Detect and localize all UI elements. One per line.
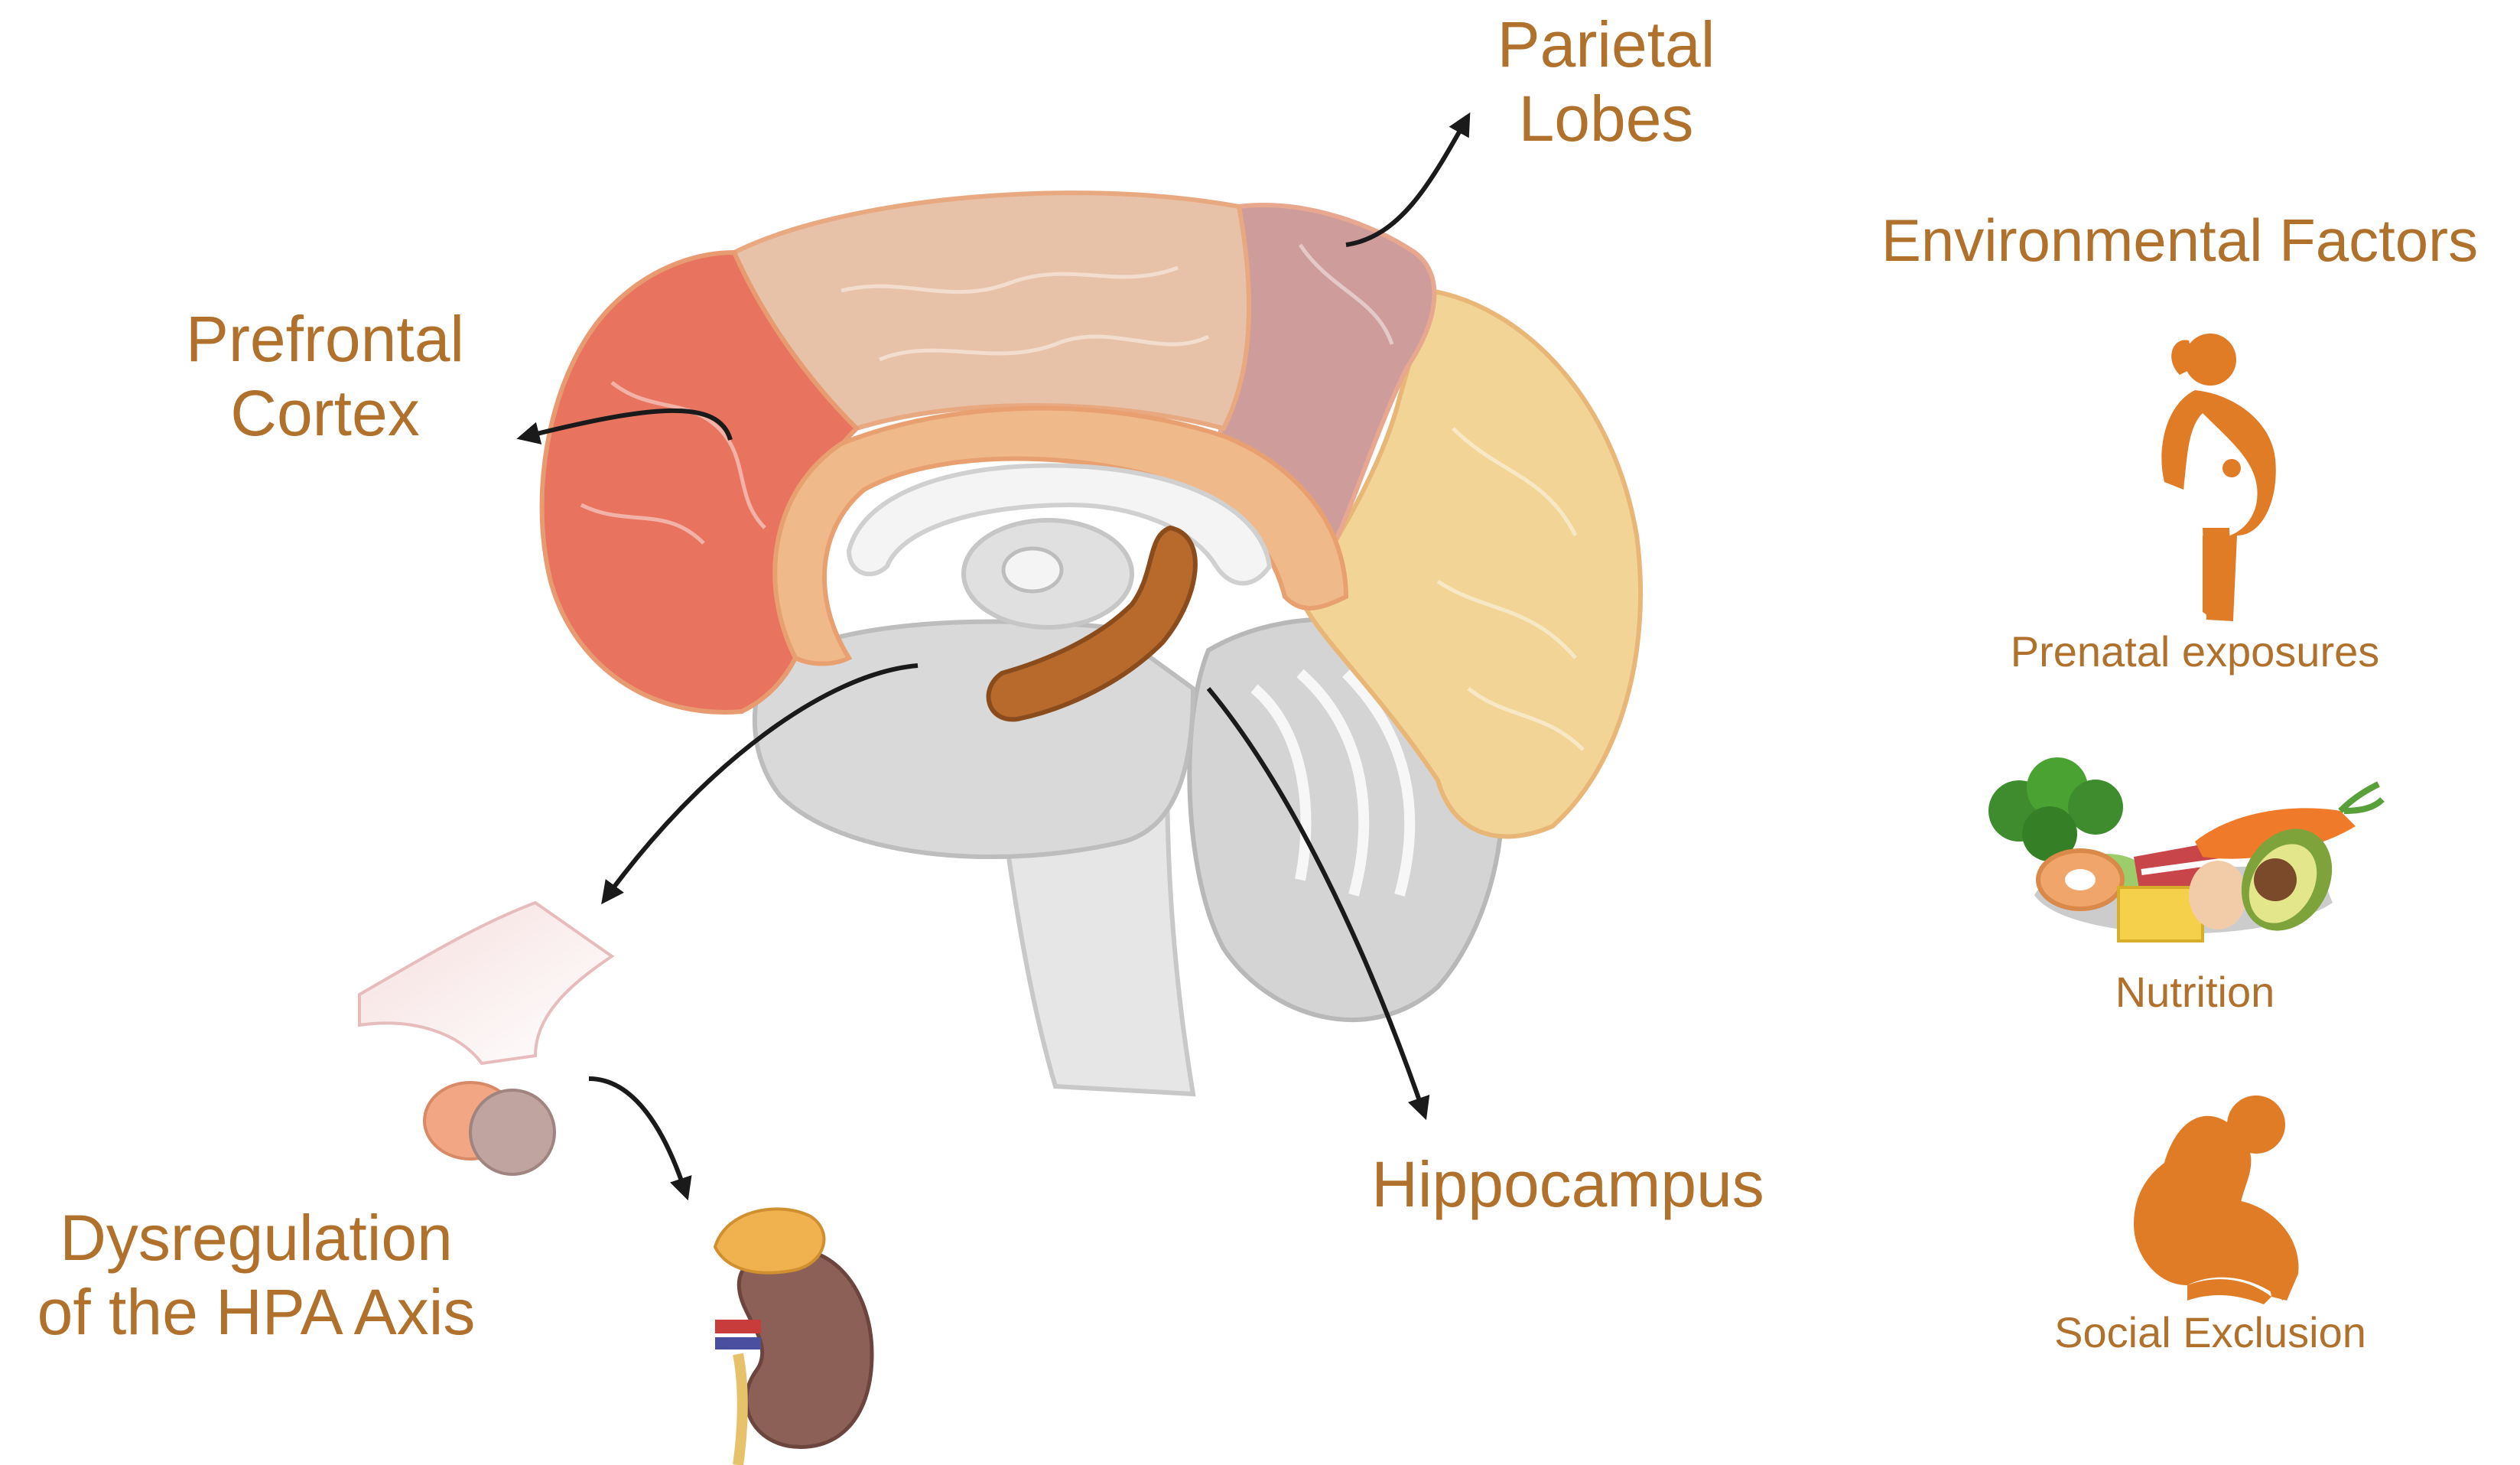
arrow-kidney — [588, 1076, 692, 1201]
hippocampus — [986, 525, 1198, 722]
prefrontal-label-line1: Prefrontal — [185, 303, 465, 375]
arrow-hpa — [601, 663, 919, 905]
environmental-factors-title: Environmental Factors — [1881, 207, 2479, 274]
arrows — [516, 112, 1471, 1201]
hpa-axis-label: Dysregulation of the HPA Axis — [0, 1201, 512, 1349]
adrenal-gland — [713, 1207, 826, 1275]
kidney-illustration — [713, 1207, 874, 1465]
ureter — [733, 1353, 748, 1465]
corpus-callosum — [846, 463, 1273, 586]
renal-vein — [715, 1337, 761, 1349]
parietal-label-line2: Lobes — [1518, 82, 1694, 155]
food-icon — [1988, 757, 2385, 942]
pregnant-woman-icon — [2161, 334, 2276, 621]
kidney — [736, 1247, 874, 1449]
social-exclusion-label: Social Exclusion — [2054, 1308, 2366, 1356]
brain-illustration — [539, 190, 1643, 1097]
hpa-label-line1: Dysregulation — [60, 1202, 453, 1274]
parietal-lobes-label: Parietal Lobes — [1445, 8, 1767, 155]
pituitary-illustration — [358, 900, 615, 1176]
prefrontal-label-line2: Cortex — [230, 376, 420, 449]
hippocampus-label: Hippocampus — [1371, 1148, 1764, 1220]
arrow-hippocampus — [1206, 687, 1430, 1121]
posterior-pituitary — [469, 1089, 556, 1176]
renal-artery — [715, 1320, 761, 1333]
cingulate-gyrus — [772, 405, 1349, 666]
arrow-prefrontal — [516, 408, 733, 444]
parietal-label-line1: Parietal — [1497, 8, 1715, 80]
prenatal-exposures-label: Prenatal exposures — [2010, 627, 2380, 676]
nutrition-label: Nutrition — [2115, 968, 2275, 1016]
arrow-parietal — [1345, 112, 1471, 247]
pituitary-stalk — [358, 900, 615, 1066]
prefrontal-cortex-label: Prefrontal Cortex — [138, 302, 512, 450]
hpa-label-line2: of the HPA Axis — [37, 1275, 476, 1348]
gyri-lines — [580, 243, 1585, 751]
crouching-person-icon — [2134, 1095, 2299, 1304]
